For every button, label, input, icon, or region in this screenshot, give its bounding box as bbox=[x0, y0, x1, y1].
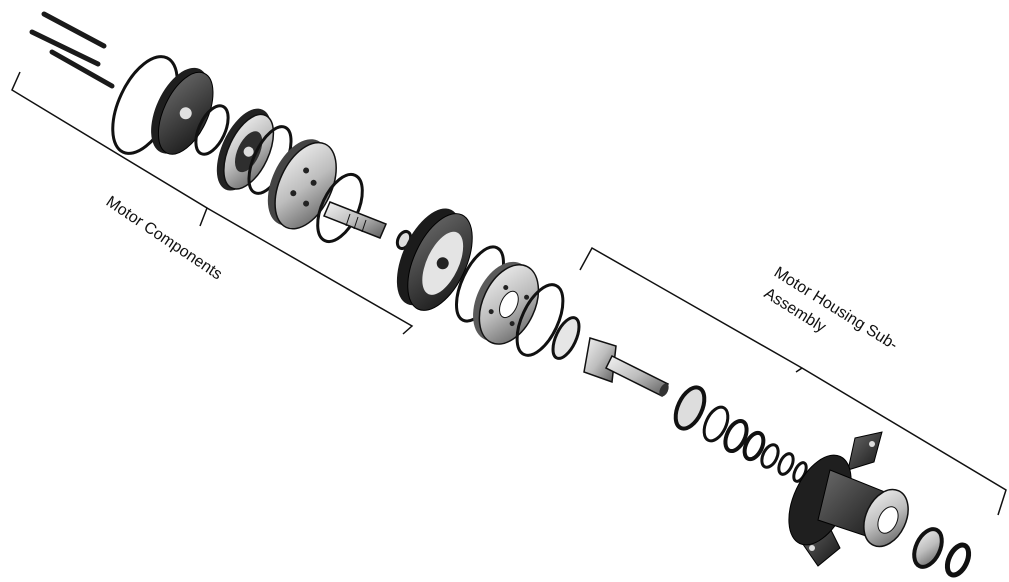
bracket-motor-components bbox=[11, 71, 414, 335]
bearing-icon bbox=[673, 385, 707, 431]
o-ring-icon bbox=[702, 405, 730, 443]
bearing-icon bbox=[912, 527, 944, 569]
shaft-icon bbox=[323, 201, 387, 239]
end-plate bbox=[151, 67, 214, 155]
housing-icon bbox=[788, 431, 909, 567]
o-ring-icon bbox=[723, 419, 749, 453]
o-ring-icon bbox=[742, 430, 766, 462]
bearing-icon bbox=[551, 316, 581, 360]
flange-plate bbox=[473, 261, 540, 345]
motor-housing-parts bbox=[673, 385, 808, 483]
bracket-motor-housing bbox=[579, 246, 1007, 516]
bolt-icon bbox=[29, 11, 115, 89]
gerotor-plate bbox=[216, 108, 275, 191]
o-ring-icon bbox=[760, 443, 780, 469]
shaft-icon bbox=[583, 337, 670, 398]
o-ring-icon bbox=[515, 283, 565, 357]
gear-housing bbox=[396, 208, 473, 311]
label-motor-components: Motor Components bbox=[103, 193, 225, 283]
o-ring-icon bbox=[777, 452, 795, 476]
motor-components-parts bbox=[111, 55, 413, 251]
o-ring-icon bbox=[944, 542, 972, 578]
o-ring-icon bbox=[194, 104, 230, 156]
